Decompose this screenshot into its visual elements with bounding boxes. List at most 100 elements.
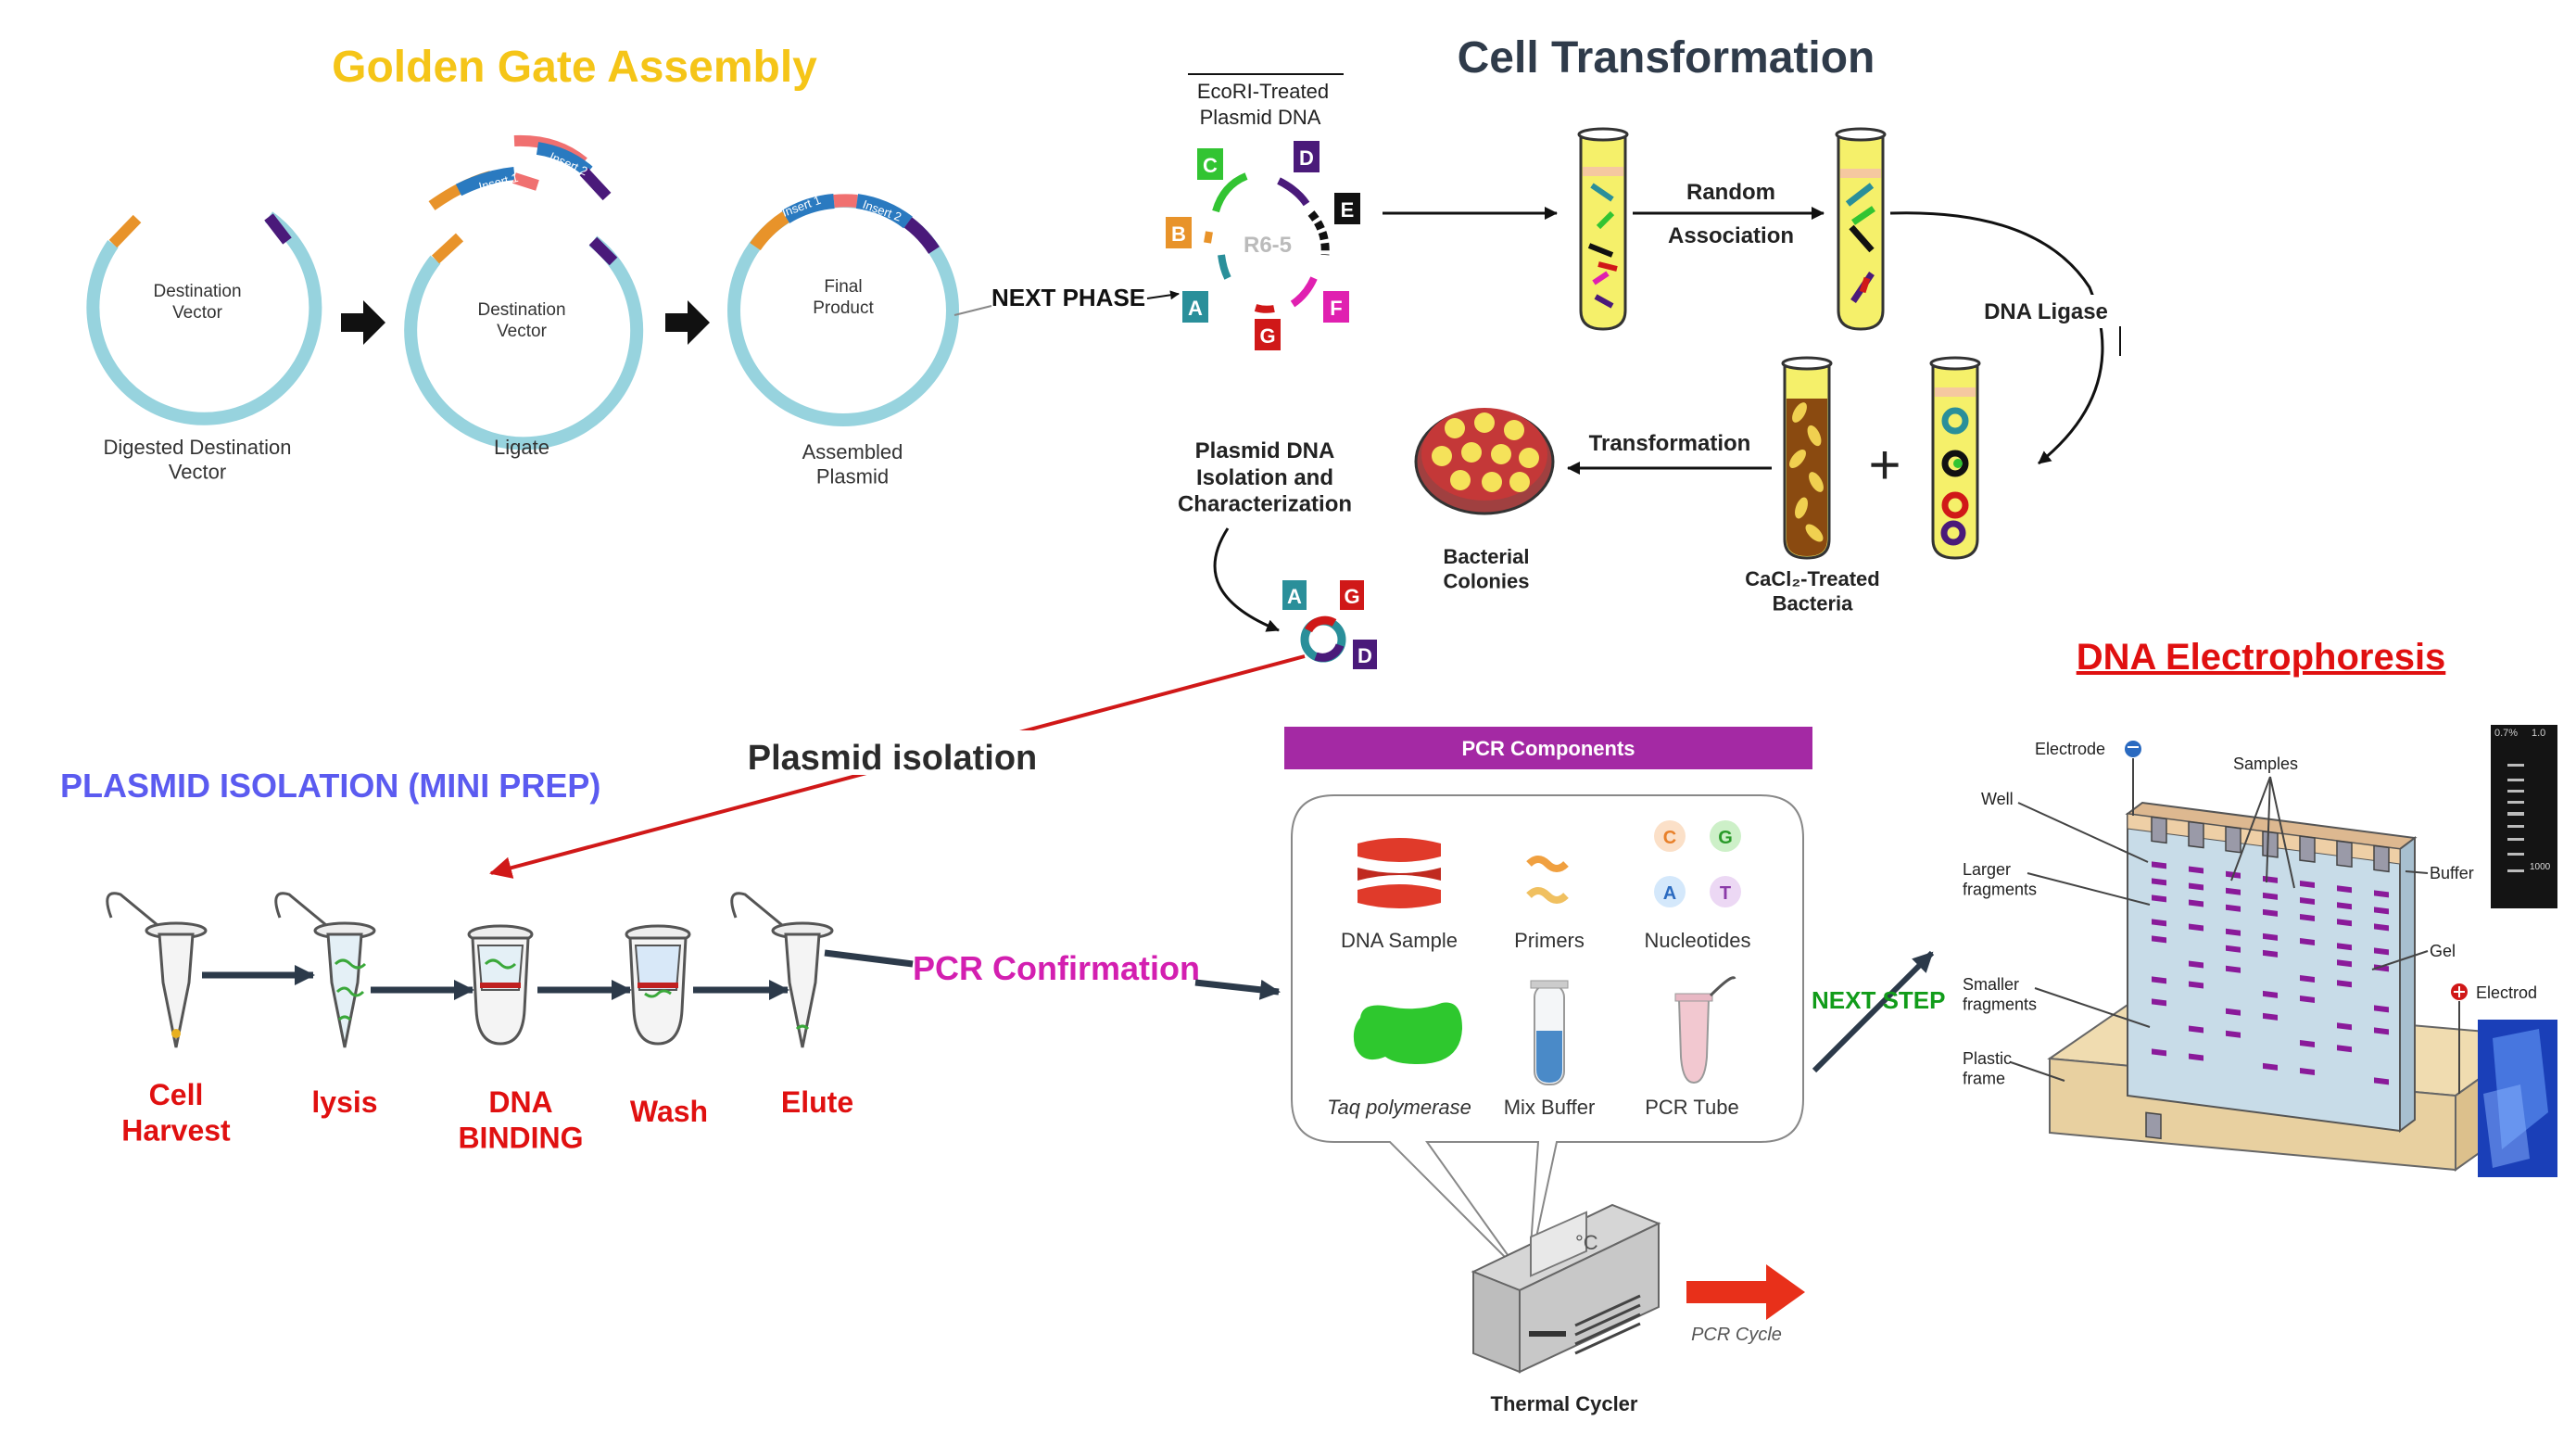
- random-label: Random: [1686, 180, 1775, 205]
- gel-band: [2374, 947, 2389, 956]
- gel-well: [2225, 825, 2241, 854]
- gel-band: [2189, 866, 2203, 874]
- miniprep-title: PLASMID ISOLATION (MINI PREP): [60, 767, 600, 805]
- gel-well: [2336, 840, 2353, 869]
- plasmid-isolation-label: Plasmid isolation: [748, 739, 1038, 778]
- gel-band: [2263, 990, 2278, 998]
- gel-band: [2226, 904, 2241, 912]
- gel-band: [2152, 998, 2166, 1007]
- dna-sample-icon: [1357, 838, 1441, 908]
- gel-band: [2374, 1077, 2389, 1085]
- gel-band: [2300, 1040, 2315, 1048]
- sample-wells: [2151, 816, 2390, 873]
- label-electrode-positive: Electrod: [2476, 983, 2537, 1002]
- gel-band: [2152, 935, 2166, 944]
- gel-photo-label-1: 0.7%: [2494, 728, 2518, 739]
- tube-lysis: [274, 892, 376, 1048]
- step-wash: Wash: [630, 1095, 708, 1128]
- gel-band: [2300, 975, 2315, 983]
- tube-wash: [625, 924, 691, 1046]
- pcr-components-panel: PCR Components DNA Sample Primers C G A …: [1284, 727, 1812, 1273]
- gel-band: [2374, 1027, 2389, 1035]
- nucleotide-a: A: [1663, 883, 1676, 904]
- gel-band: [2189, 923, 2203, 932]
- fragment-f: F: [1330, 297, 1342, 320]
- label-electrode-negative: Electrode: [2035, 740, 2105, 758]
- isolation-curve-arrow: [1213, 527, 1280, 632]
- fragment-a: A: [1188, 297, 1203, 320]
- gel-band: [2337, 1022, 2352, 1031]
- test-tube-1: [1577, 127, 1629, 331]
- gel-band: [2300, 914, 2315, 922]
- next-phase-connector: [953, 305, 992, 316]
- fragment-b: B: [1171, 222, 1186, 246]
- association-label: Association: [1668, 223, 1794, 248]
- nucleotide-t: T: [1720, 883, 1731, 904]
- gel-band: [2300, 1068, 2315, 1076]
- plasmid2-caption: Ligate: [494, 436, 549, 459]
- pcr-item-nucleotides: Nucleotides: [1645, 929, 1751, 952]
- gel-band: [2226, 965, 2241, 973]
- gel-band: [2374, 923, 2389, 932]
- ecori-label-line2: Plasmid DNA: [1200, 106, 1321, 129]
- gel-band: [2152, 878, 2166, 886]
- gel-band: [2189, 882, 2203, 891]
- miniprep-section: PLASMID ISOLATION (MINI PREP): [60, 767, 853, 1154]
- ring-label: R6-5: [1244, 233, 1292, 258]
- gel-band: [2300, 996, 2315, 1004]
- gel-band: [2337, 885, 2352, 894]
- label-well: Well: [1981, 790, 2014, 808]
- final-fragment-g: G: [1344, 585, 1359, 608]
- gel-band: [2263, 949, 2278, 958]
- next-phase-label: NEXT PHASE: [991, 284, 1145, 311]
- test-tube-ligated: [1929, 356, 1981, 560]
- nucleotides-icon: C G A T: [1654, 820, 1741, 907]
- gel-band: [2152, 861, 2166, 869]
- gel-band: [2263, 892, 2278, 900]
- gel-band: [2374, 1005, 2389, 1013]
- fragment-e: E: [1341, 198, 1355, 222]
- fragment-boxes: C D B E A F G: [1166, 141, 1360, 350]
- next-step-label: NEXT STEP: [1812, 986, 1945, 1014]
- gel-band: [2337, 919, 2352, 927]
- gel-band: [2152, 919, 2166, 927]
- gel-band: [2374, 890, 2389, 898]
- gel-well: [2151, 816, 2167, 844]
- transformation-label: Transformation: [1589, 431, 1751, 456]
- pcr-components-header: PCR Components: [1462, 737, 1635, 760]
- pcr-confirmation-label: PCR Confirmation: [913, 949, 1200, 987]
- gel-band: [2189, 1025, 2203, 1034]
- electrophoresis-title: DNA Electrophoresis: [2077, 637, 2446, 678]
- electrophoresis-section: DNA Electrophoresis Electrode Samples We…: [1963, 637, 2557, 1177]
- cell-transformation-section: Cell Transformation EcoRI-Treated Plasmi…: [1166, 33, 2122, 669]
- thick-arrow-1: [341, 300, 385, 345]
- mix-buffer-icon: [1530, 980, 1569, 1085]
- pcr-item-taq-polymerase: Taq polymerase: [1327, 1096, 1471, 1119]
- r6-5-fragment-ring: R6-5: [1204, 172, 1330, 313]
- gel-band: [2263, 1012, 2278, 1021]
- bacterial-colonies-dish: [1414, 408, 1555, 515]
- gel-band: [2337, 1045, 2352, 1053]
- fragment-d: D: [1299, 146, 1314, 170]
- step-lysis: lysis: [311, 1085, 377, 1119]
- gel-well: [2188, 820, 2204, 849]
- gel-band: [2263, 1062, 2278, 1071]
- tube-dna-binding: [467, 924, 534, 1046]
- pcr-item-mix-buffer: Mix Buffer: [1504, 1096, 1596, 1119]
- gel-band: [2337, 902, 2352, 910]
